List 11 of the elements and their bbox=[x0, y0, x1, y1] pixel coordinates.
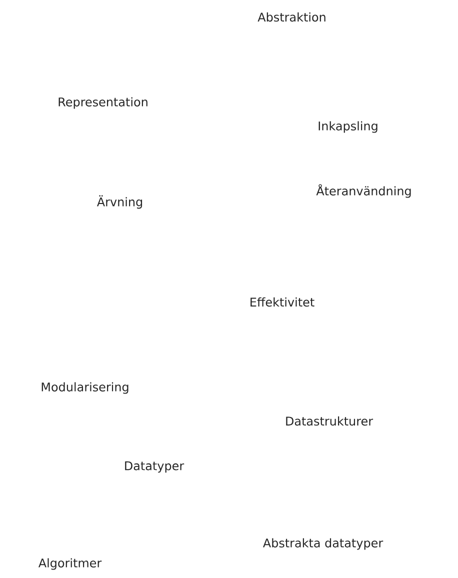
concept-label: Representation bbox=[58, 97, 148, 109]
concept-label: Abstrakta datatyper bbox=[262, 538, 384, 550]
concept-label: Datastrukturer bbox=[286, 416, 374, 426]
concept-label: Ärvning bbox=[96, 195, 142, 209]
concept-label: Modularisering bbox=[42, 382, 128, 394]
concept-label: Inkapsling bbox=[318, 121, 378, 133]
concept-label: Algoritmer bbox=[38, 558, 102, 570]
concept-label: Effektivitet bbox=[250, 297, 314, 307]
concept-label: Abstraktion bbox=[258, 12, 326, 22]
concept-label: Återanvändning bbox=[316, 184, 411, 198]
concept-label: Datatyper bbox=[125, 461, 184, 473]
